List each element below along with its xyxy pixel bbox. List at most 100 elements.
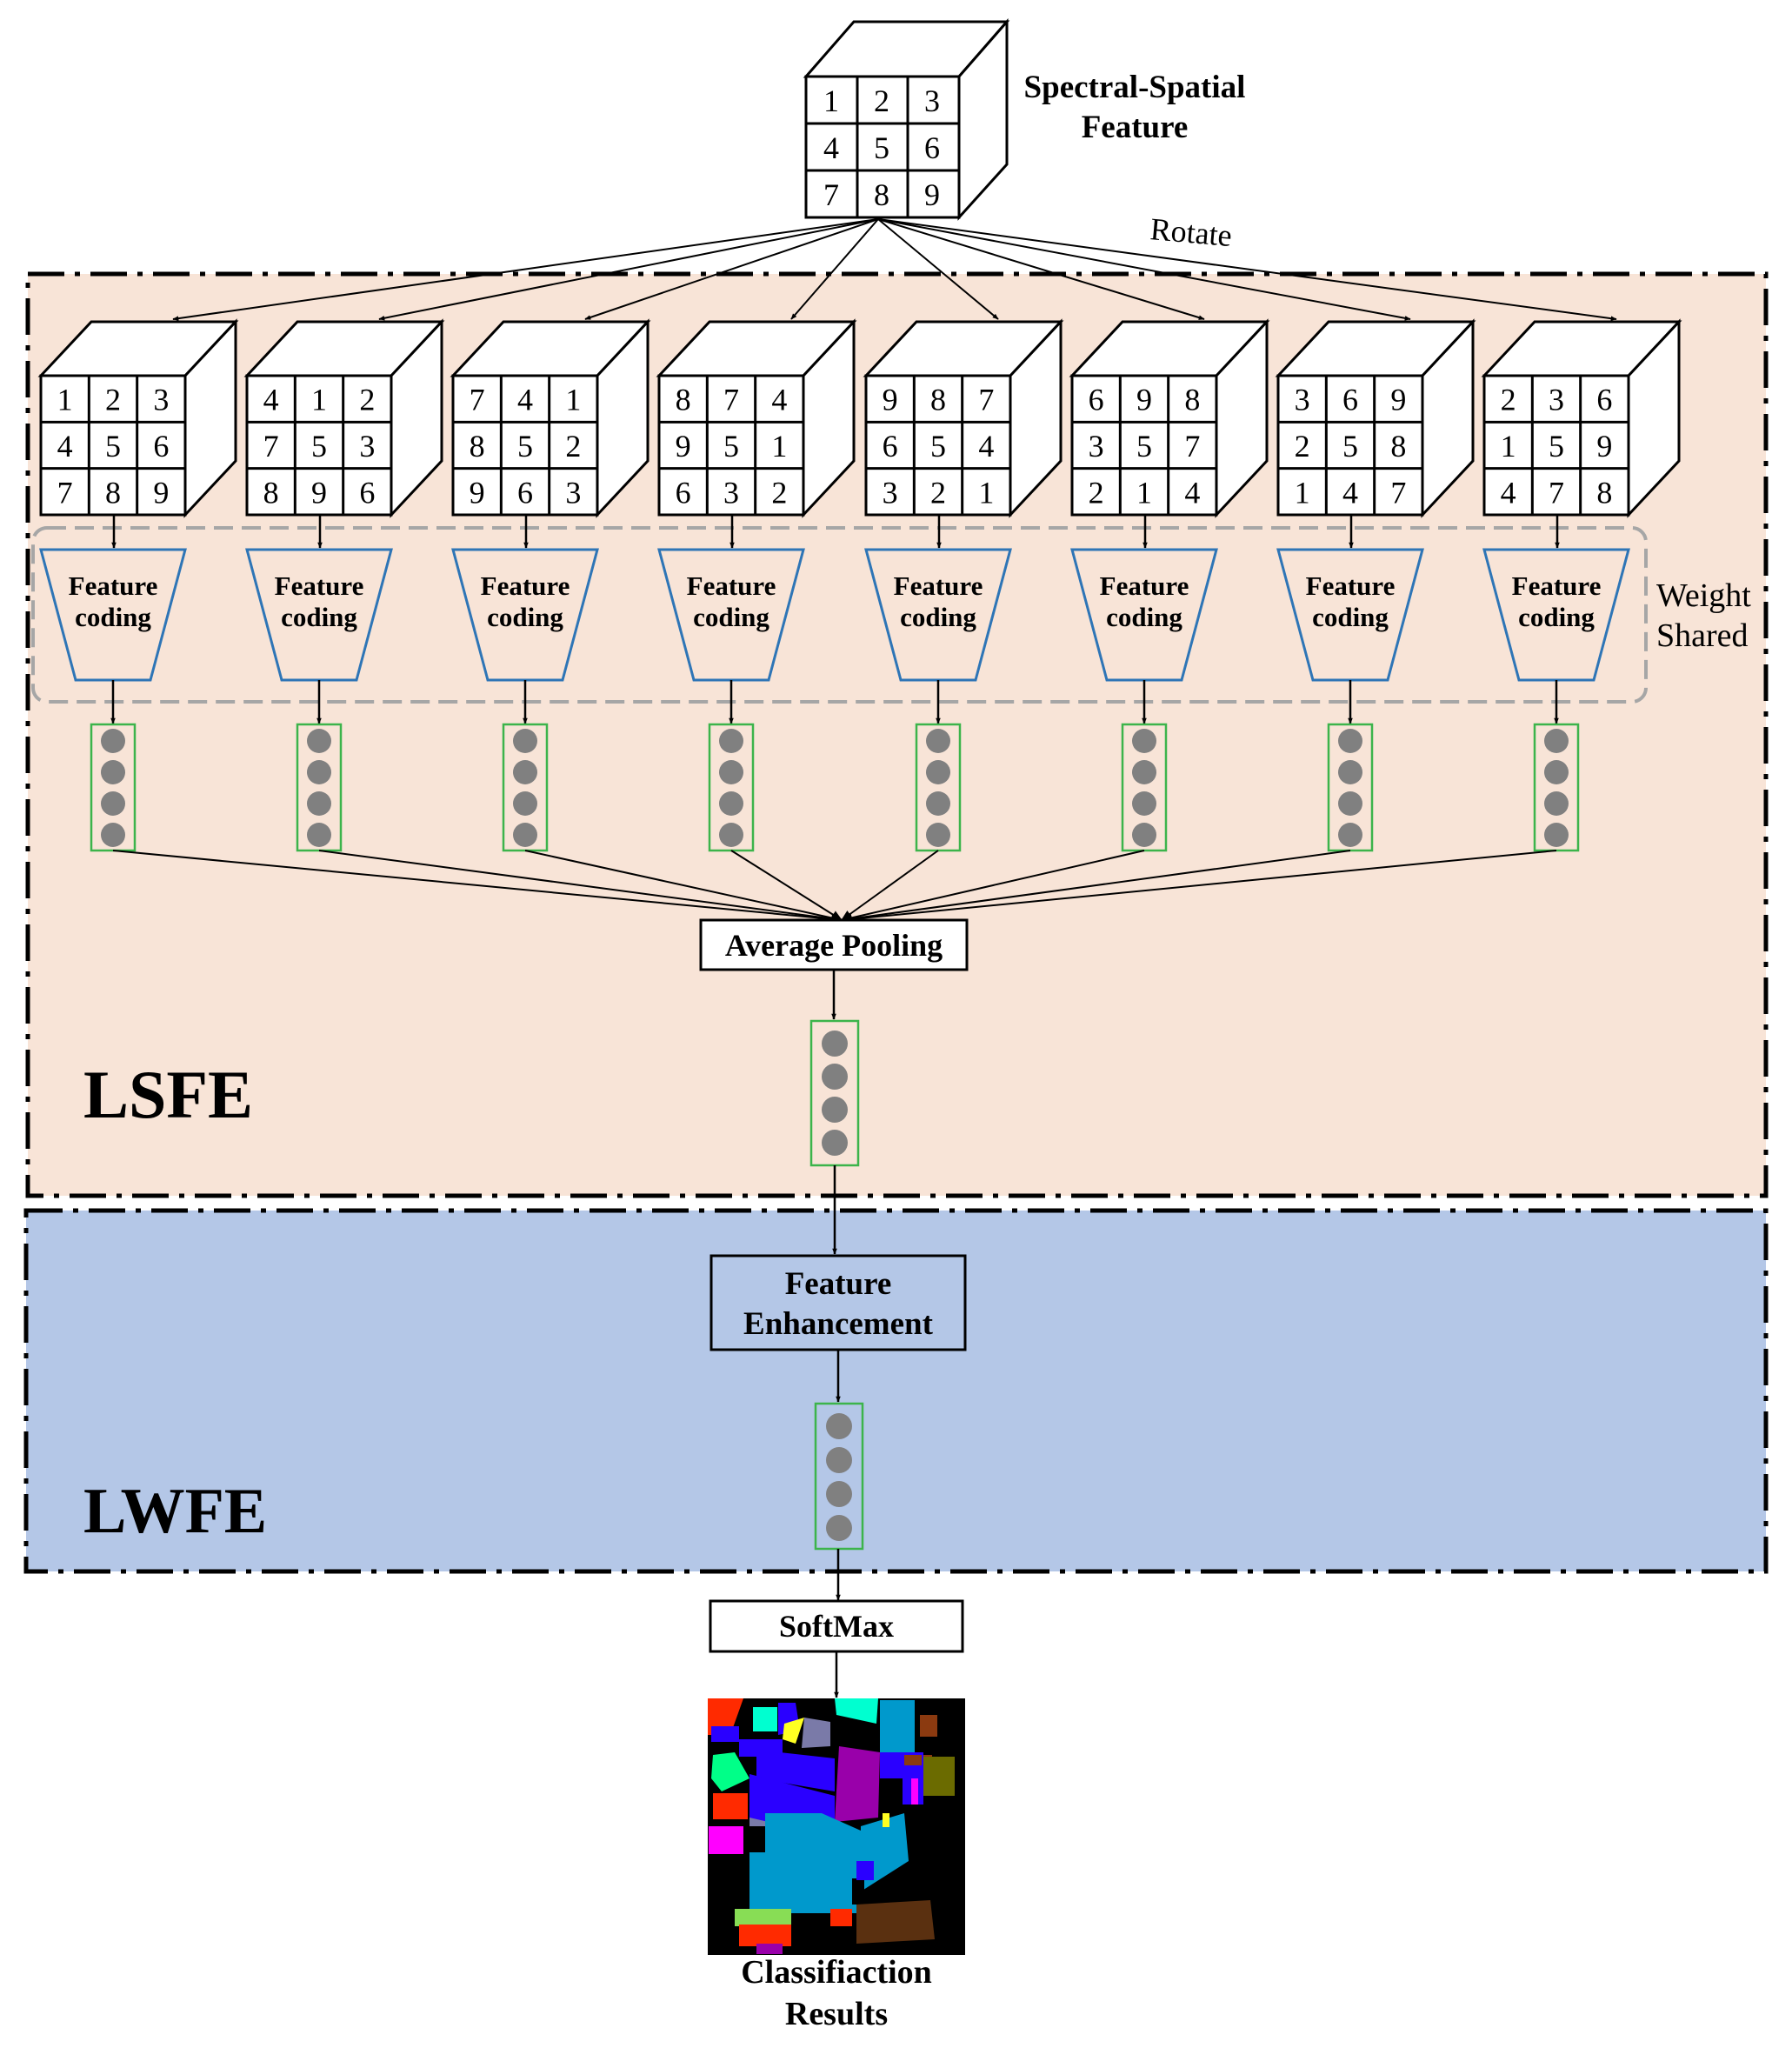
rotated-grid-value: 1	[311, 383, 327, 417]
input-grid-value: 8	[874, 177, 889, 212]
rotated-grid-value: 3	[565, 475, 581, 510]
rotated-grid-value: 3	[1089, 429, 1104, 464]
vector-node	[822, 1130, 848, 1156]
vector-node	[822, 1064, 848, 1090]
feature-vector	[90, 723, 137, 852]
vector-to-pooling-arrow	[840, 850, 1145, 923]
results-label-1: Classifiaction	[741, 1954, 932, 1991]
input-grid-value: 2	[874, 83, 889, 118]
vector-node	[101, 760, 125, 784]
feature-coding-label-2: coding	[487, 602, 563, 632]
vector-node	[1544, 760, 1569, 784]
rotated-grid-value: 1	[1295, 475, 1310, 510]
rotated-grid-value: 8	[930, 383, 946, 417]
rotated-grid-value: 6	[1596, 383, 1612, 417]
rotated-grid-value: 7	[57, 475, 73, 510]
rotated-grid-value: 9	[1390, 383, 1406, 417]
rotated-grid-value: 3	[359, 429, 375, 464]
vector-node	[926, 729, 950, 753]
vector-node	[101, 729, 125, 753]
rotated-grid-value: 2	[105, 383, 121, 417]
rotated-grid-value: 6	[359, 475, 375, 510]
feature-vector	[296, 723, 343, 852]
rotated-grid-value: 5	[517, 429, 533, 464]
classification-map	[708, 1698, 965, 1955]
feature-coding-label-1: Feature	[894, 570, 983, 601]
rotate-arrow	[378, 218, 879, 321]
weight-shared-label-1: Weight	[1656, 577, 1751, 614]
rotated-grid-value: 6	[1342, 383, 1358, 417]
vector-node	[307, 823, 331, 847]
feature-coding-block	[451, 548, 599, 682]
vector-node	[719, 823, 743, 847]
vector-node	[307, 760, 331, 784]
vector-node	[926, 791, 950, 816]
vector-node	[719, 791, 743, 816]
rotated-grid-value: 6	[1089, 383, 1104, 417]
rotated-grid-value: 5	[723, 429, 739, 464]
rotated-grid-value: 5	[311, 429, 327, 464]
rotated-grid-value: 3	[1295, 383, 1310, 417]
feature-coding-label-2: coding	[1106, 602, 1182, 632]
rotated-grid-value: 2	[771, 475, 787, 510]
rotated-grid-value: 1	[565, 383, 581, 417]
rotated-grid-value: 9	[311, 475, 327, 510]
vector-node	[826, 1447, 852, 1473]
vector-to-pooling-arrow	[318, 850, 843, 924]
average-pooling-label: Average Pooling	[725, 928, 943, 963]
rotated-grid-value: 4	[1342, 475, 1358, 510]
vector-node	[513, 791, 537, 816]
vector-node	[826, 1515, 852, 1541]
vector-node	[1132, 729, 1156, 753]
rotated-grid-value: 8	[1184, 383, 1200, 417]
feature-coding-label-2: coding	[693, 602, 769, 632]
input-grid-value: 6	[924, 130, 940, 165]
vector-node	[926, 760, 950, 784]
feature-coding-label-1: Feature	[69, 570, 158, 601]
rotated-grid-value: 5	[1136, 429, 1152, 464]
rotated-grid-value: 7	[263, 429, 279, 464]
rotated-grid-value: 8	[263, 475, 279, 510]
rotated-grid-value: 9	[676, 429, 691, 464]
vector-node	[1132, 823, 1156, 847]
rotated-grid-value: 1	[771, 429, 787, 464]
vector-node	[826, 1413, 852, 1439]
rotated-grid-value: 1	[1136, 475, 1152, 510]
vector-node	[307, 729, 331, 753]
feature-enhancement-label-1: Feature	[785, 1266, 892, 1302]
lwfe-label: LWFE	[83, 1476, 267, 1547]
feature-coding-block	[657, 548, 805, 682]
rotated-grid-value: 3	[723, 475, 739, 510]
input-grid-value: 3	[924, 83, 940, 118]
rotated-grid-value: 6	[517, 475, 533, 510]
feature-coding-label-2: coding	[900, 602, 976, 632]
rotate-arrow	[172, 218, 879, 321]
feature-coding-label-1: Feature	[275, 570, 364, 601]
feature-coding-label-2: coding	[1518, 602, 1595, 632]
feature-coding-label-1: Feature	[1100, 570, 1189, 601]
vector-node	[1338, 823, 1362, 847]
rotated-grid-value: 1	[1501, 429, 1516, 464]
feature-coding-block	[864, 548, 1012, 682]
vector-to-pooling-arrow	[840, 850, 1557, 924]
feature-vector	[915, 723, 962, 852]
vector-node	[1338, 791, 1362, 816]
feature-enhancement-box	[709, 1254, 967, 1351]
vector-node	[719, 729, 743, 753]
rotated-grid-value: 2	[1501, 383, 1516, 417]
rotated-grid-value: 7	[1184, 429, 1200, 464]
rotated-grid-value: 7	[978, 383, 994, 417]
rotated-grid-value: 5	[105, 429, 121, 464]
results-label-2: Results	[785, 1996, 888, 2032]
vector-node	[513, 760, 537, 784]
rotated-grid-value: 5	[930, 429, 946, 464]
softmax-box	[709, 1599, 964, 1653]
vector-to-pooling-arrow	[112, 850, 843, 924]
